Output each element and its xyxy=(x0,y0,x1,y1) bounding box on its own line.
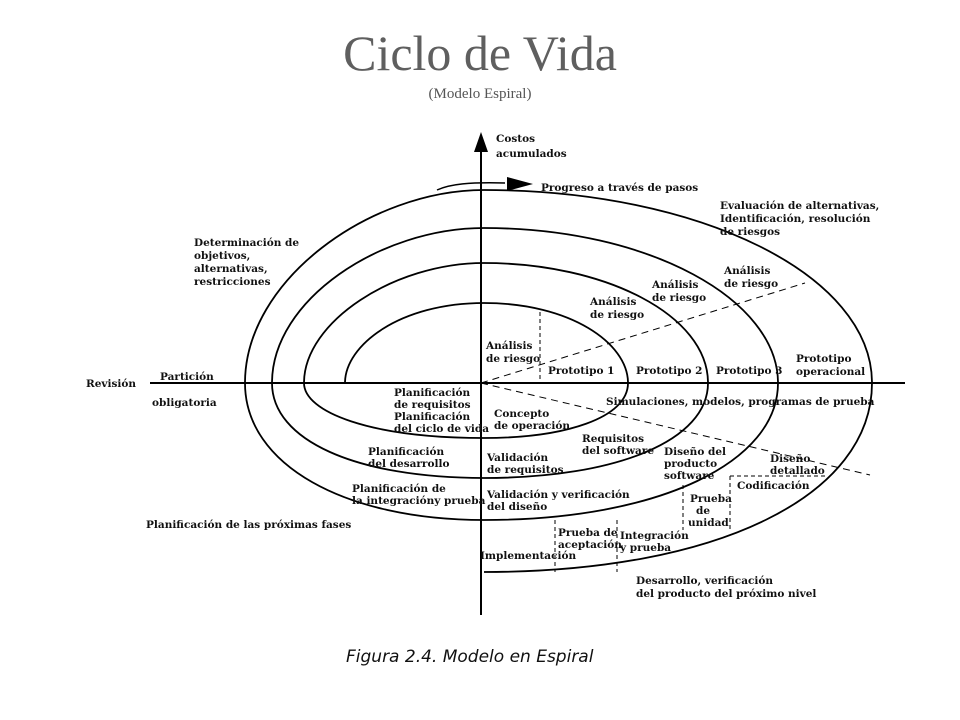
progress-arrowhead xyxy=(507,177,533,191)
concept-of-operation-label: Concepto de operación xyxy=(494,408,570,432)
obligatoria-label: obligatoria xyxy=(152,397,217,409)
operational-prototype-label: Prototipo operacional xyxy=(796,353,865,378)
implementation-label: Implementación xyxy=(480,550,576,562)
prototype-3-label: Prototipo 3 xyxy=(716,365,782,377)
risk-analysis-label: Análisis de riesgo xyxy=(485,340,540,365)
unit-test-label: Prueba de unidad xyxy=(688,493,736,529)
quadrant-label-objectives: Determinación de objetivos, alternativas… xyxy=(194,237,303,288)
risk-analysis-label: Análisis de riesgo xyxy=(589,296,644,321)
progress-label: Progreso a través de pasos xyxy=(541,182,698,194)
quadrant-label-next-phases: Planificación de las próximas fases xyxy=(146,519,351,531)
quadrant-label-risk-evaluation: Evaluación de alternativas, Identificaci… xyxy=(720,200,883,238)
prototype-1-label: Prototipo 1 xyxy=(548,365,614,377)
quadrant-label-development: Desarrollo, verificación del producto de… xyxy=(636,575,816,600)
integration-test-label: Integración y prueba xyxy=(619,530,692,554)
vertical-axis-arrowhead xyxy=(474,132,488,152)
figure-caption: Figura 2.4. Modelo en Espiral xyxy=(346,647,594,667)
integration-planning-label: Planificación de la integracióny prueba xyxy=(352,483,486,507)
coding-label: Codificación xyxy=(737,480,810,492)
simulations-label: Simulaciones, modelos, programas de prue… xyxy=(606,396,875,408)
risk-analysis-label: Análisis de riesgo xyxy=(651,279,706,304)
progress-arrow xyxy=(436,182,506,191)
simulation-dashed-line xyxy=(480,382,871,476)
risk-analysis-label: Análisis de riesgo xyxy=(723,265,778,290)
software-requirements-label: Requisitos del software xyxy=(582,433,654,457)
design-validation-label: Validación y verificación del diseño xyxy=(486,489,633,513)
detailed-design-label: Diseño detallado xyxy=(770,453,825,477)
development-planning-label: Planificación del desarrollo xyxy=(368,446,449,470)
particion-label: Partición xyxy=(160,371,214,383)
revision-label: Revisión xyxy=(86,378,136,390)
requirements-validation-label: Validación de requisitos xyxy=(486,452,564,476)
spiral-curve xyxy=(244,189,873,573)
requirements-lifecycle-planning-label: Planificación de requisitos Planificació… xyxy=(394,387,489,435)
page-title: Ciclo de Vida xyxy=(343,25,617,81)
risk-dashed-line xyxy=(480,282,806,384)
prototype-2-label: Prototipo 2 xyxy=(636,365,702,377)
page-subtitle: (Modelo Espiral) xyxy=(428,86,532,102)
product-design-label: Diseño del producto software xyxy=(664,446,730,482)
acceptance-test-label: Prueba de aceptación xyxy=(558,527,622,551)
